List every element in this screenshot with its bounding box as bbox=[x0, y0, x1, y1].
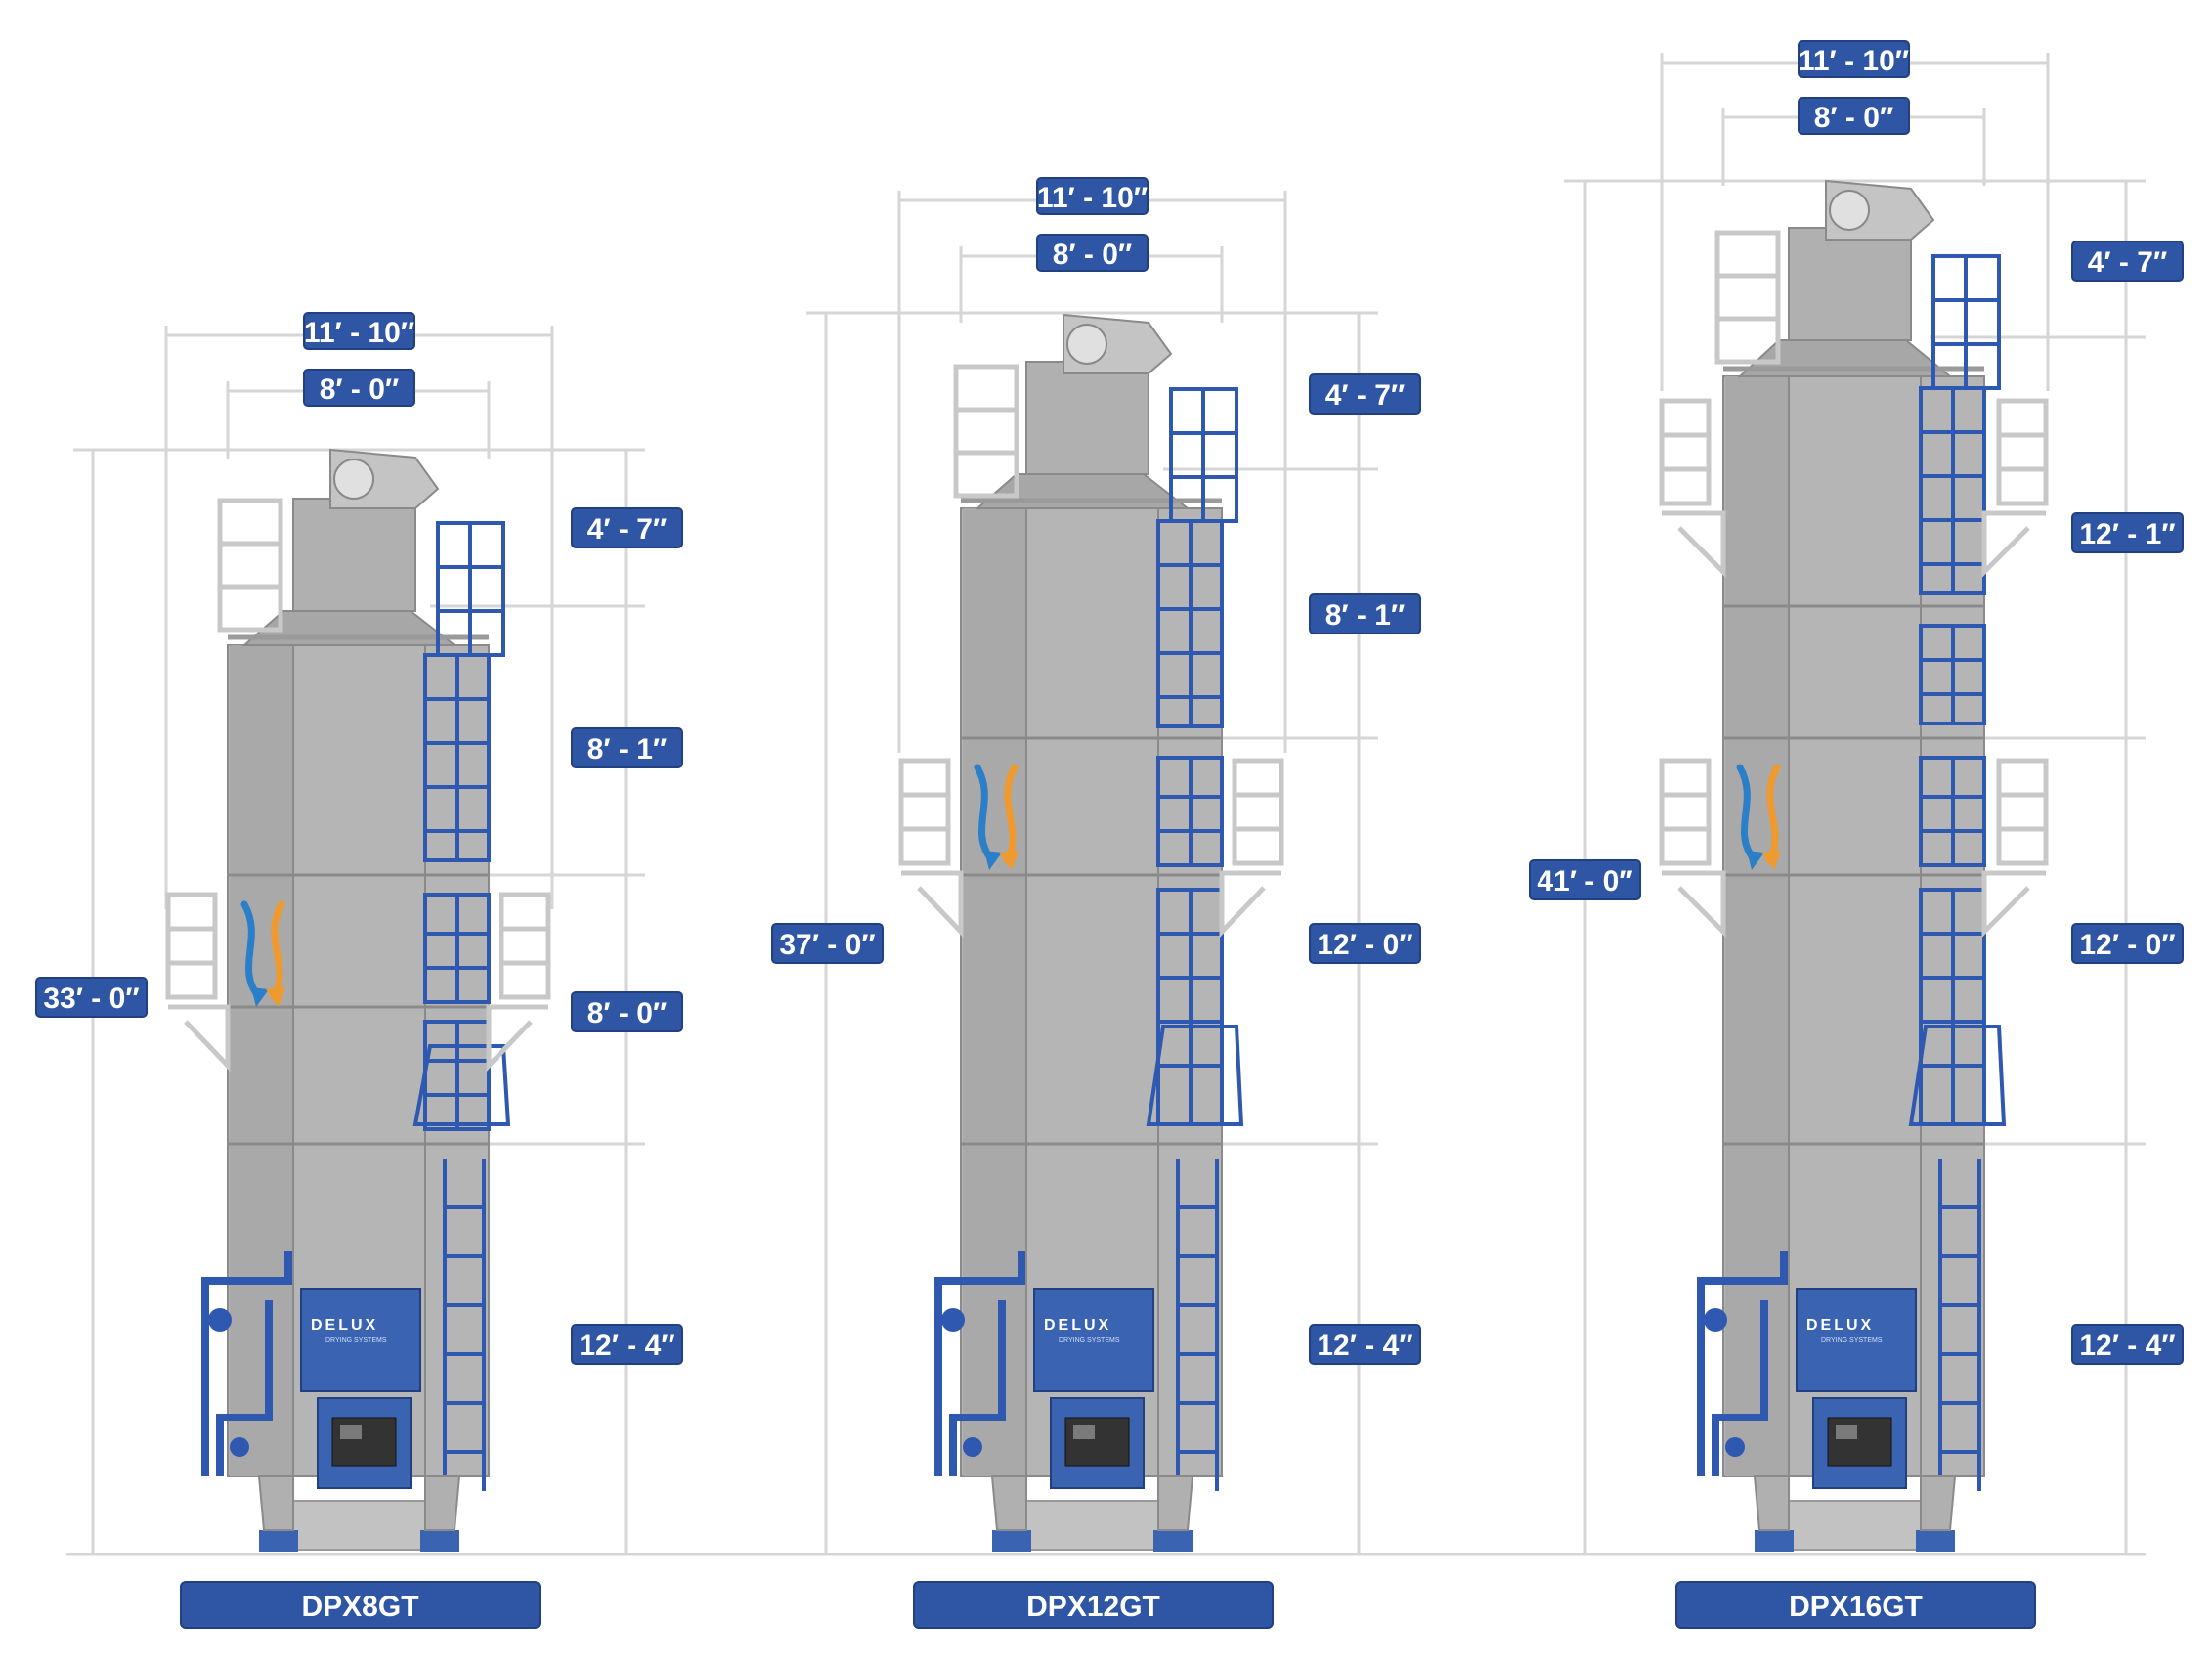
svg-text:12′ - 1″: 12′ - 1″ bbox=[2079, 518, 2175, 550]
dim-badge-segment-4: 12′ - 4″ bbox=[2071, 1324, 2184, 1365]
dim-badge-segment-1: 4′ - 7″ bbox=[1309, 373, 1421, 415]
burner-cabinet: DELUX DRYING SYSTEMS bbox=[990, 1288, 1194, 1552]
dim-badge-outer-width: 11′ - 10″ bbox=[1798, 40, 1910, 78]
airflow-arrows bbox=[974, 764, 1019, 870]
burner-cabinet: DELUX DRYING SYSTEMS bbox=[1753, 1288, 1957, 1552]
ladder-lower bbox=[443, 1159, 486, 1491]
svg-text:DPX16GT: DPX16GT bbox=[1789, 1591, 1923, 1623]
airflow-arrows bbox=[240, 900, 285, 1007]
guard-rails bbox=[898, 364, 1284, 939]
svg-text:4′ - 7″: 4′ - 7″ bbox=[587, 513, 668, 546]
svg-text:DRYING SYSTEMS: DRYING SYSTEMS bbox=[1059, 1337, 1120, 1344]
fan-icon bbox=[1829, 190, 1870, 231]
ladder-lower bbox=[1938, 1159, 1981, 1491]
dim-badge-inner-width: 8′ - 0″ bbox=[1036, 234, 1149, 272]
svg-text:8′ - 0″: 8′ - 0″ bbox=[1053, 239, 1133, 271]
svg-text:11′ - 10″: 11′ - 10″ bbox=[1037, 182, 1148, 214]
svg-text:12′ - 0″: 12′ - 0″ bbox=[2079, 929, 2175, 961]
svg-text:DPX12GT: DPX12GT bbox=[1026, 1591, 1160, 1623]
dryer-dpx12gt: DELUX DRYING SYSTEMS 11′ - 10″ 8′ - 0″ 3… bbox=[771, 177, 1421, 1629]
dryer-dpx16gt: DELUX DRYING SYSTEMS 11′ - 10″ 8′ - 0″ 4… bbox=[1529, 40, 2184, 1629]
delux-logo: DELUX bbox=[1044, 1317, 1111, 1334]
svg-text:37′ - 0″: 37′ - 0″ bbox=[779, 929, 875, 961]
dim-badge-outer-width: 11′ - 10″ bbox=[1036, 177, 1149, 215]
dim-badge-segment-2: 8′ - 1″ bbox=[1309, 593, 1421, 634]
dryer-dpx8gt: DELUX DRYING SYSTEMS 11′ - 10″ 8′ - 0″ 3… bbox=[35, 312, 683, 1629]
svg-text:4′ - 7″: 4′ - 7″ bbox=[1325, 379, 1406, 412]
dim-badge-segment-4: 12′ - 4″ bbox=[1309, 1324, 1421, 1365]
svg-text:12′ - 0″: 12′ - 0″ bbox=[1317, 929, 1412, 961]
dim-badge-segment-3: 12′ - 0″ bbox=[2071, 923, 2184, 964]
svg-text:8′ - 0″: 8′ - 0″ bbox=[320, 373, 400, 406]
svg-text:DRYING SYSTEMS: DRYING SYSTEMS bbox=[1821, 1337, 1883, 1344]
svg-text:12′ - 4″: 12′ - 4″ bbox=[1317, 1330, 1412, 1362]
dim-badge-overall-height: 33′ - 0″ bbox=[35, 977, 148, 1018]
fan-icon bbox=[1066, 324, 1107, 365]
dim-badge-segment-2: 12′ - 1″ bbox=[2071, 512, 2184, 553]
ladder-upper bbox=[1146, 387, 1244, 1126]
svg-text:4′ - 7″: 4′ - 7″ bbox=[2088, 246, 2168, 279]
ladder-upper bbox=[1908, 254, 2007, 1126]
delux-logo: DELUX bbox=[311, 1317, 378, 1334]
model-label-dpx12gt: DPX12GT bbox=[913, 1581, 1274, 1629]
svg-text:12′ - 4″: 12′ - 4″ bbox=[2079, 1330, 2175, 1362]
airflow-arrows bbox=[1736, 764, 1781, 870]
svg-text:41′ - 0″: 41′ - 0″ bbox=[1537, 865, 1632, 897]
svg-text:DRYING SYSTEMS: DRYING SYSTEMS bbox=[325, 1337, 387, 1344]
svg-text:11′ - 10″: 11′ - 10″ bbox=[304, 317, 414, 349]
guard-rails bbox=[1659, 230, 2049, 939]
dim-badge-overall-height: 37′ - 0″ bbox=[771, 923, 884, 964]
dim-badge-segment-1: 4′ - 7″ bbox=[571, 507, 683, 548]
dim-badge-segment-3: 12′ - 0″ bbox=[1309, 923, 1421, 964]
svg-text:8′ - 0″: 8′ - 0″ bbox=[587, 997, 668, 1029]
svg-text:8′ - 1″: 8′ - 1″ bbox=[1325, 599, 1406, 632]
dim-badge-overall-height: 41′ - 0″ bbox=[1529, 859, 1641, 900]
burner-piping bbox=[934, 1251, 1025, 1476]
dim-badge-segment-4: 12′ - 4″ bbox=[571, 1324, 683, 1365]
delux-logo: DELUX bbox=[1806, 1317, 1874, 1334]
dim-badge-segment-3: 8′ - 0″ bbox=[571, 991, 683, 1032]
svg-text:11′ - 10″: 11′ - 10″ bbox=[1799, 45, 1909, 77]
svg-text:33′ - 0″: 33′ - 0″ bbox=[43, 983, 139, 1015]
guard-rails bbox=[165, 498, 551, 1072]
ladder-upper bbox=[412, 521, 511, 1131]
model-label-dpx8gt: DPX8GT bbox=[180, 1581, 541, 1629]
svg-text:12′ - 4″: 12′ - 4″ bbox=[579, 1330, 674, 1362]
dim-badge-outer-width: 11′ - 10″ bbox=[303, 312, 415, 350]
dim-badge-inner-width: 8′ - 0″ bbox=[1798, 97, 1910, 135]
model-label-dpx16gt: DPX16GT bbox=[1675, 1581, 2036, 1629]
svg-text:8′ - 1″: 8′ - 1″ bbox=[587, 733, 668, 765]
dim-badge-segment-1: 4′ - 7″ bbox=[2071, 241, 2184, 282]
fan-icon bbox=[333, 459, 374, 500]
dim-badge-inner-width: 8′ - 0″ bbox=[303, 369, 415, 407]
svg-text:DPX8GT: DPX8GT bbox=[301, 1591, 418, 1623]
ladder-lower bbox=[1176, 1159, 1219, 1491]
burner-cabinet: DELUX DRYING SYSTEMS bbox=[257, 1288, 461, 1552]
dim-badge-segment-2: 8′ - 1″ bbox=[571, 727, 683, 768]
burner-piping bbox=[1697, 1251, 1788, 1476]
burner-piping bbox=[201, 1251, 292, 1476]
svg-text:8′ - 0″: 8′ - 0″ bbox=[1814, 102, 1894, 134]
